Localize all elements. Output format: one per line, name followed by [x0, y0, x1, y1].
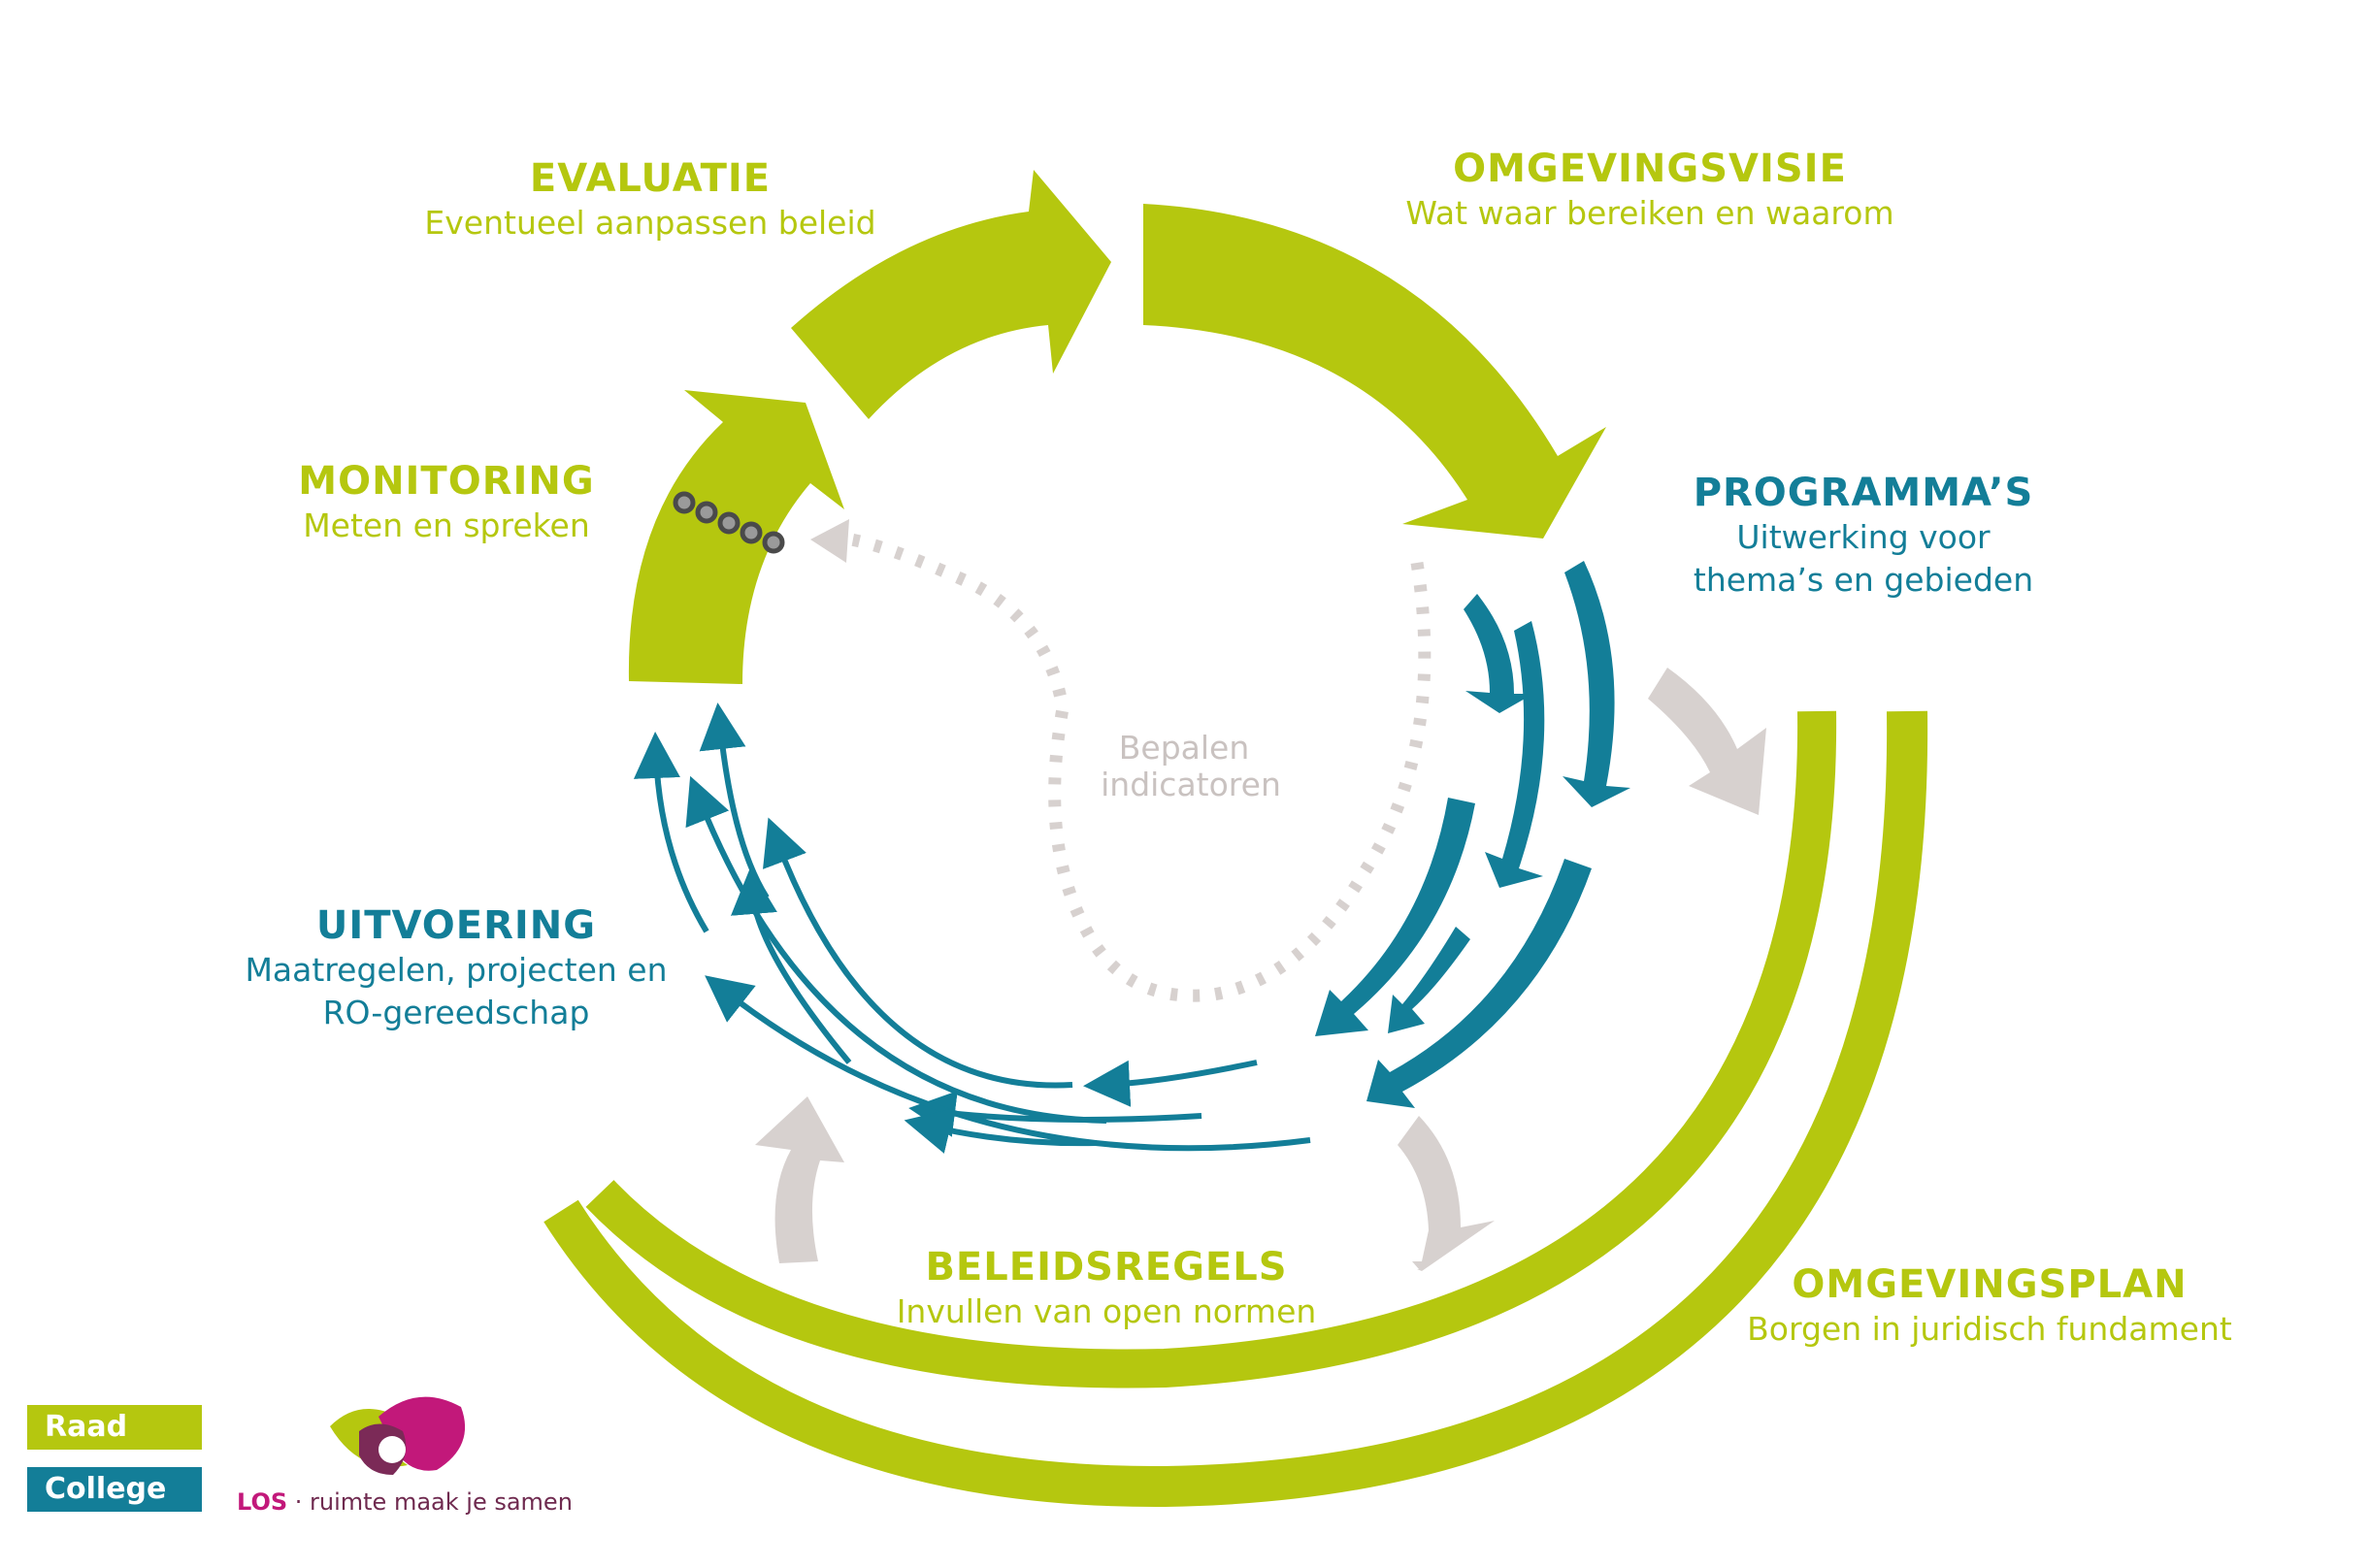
- legend-raad: Raad: [27, 1405, 202, 1450]
- label-beleidsregels: BELEIDSREGELS Invullen van open normen: [854, 1244, 1359, 1333]
- uitvoering-arrow-7: [699, 702, 770, 899]
- monitoring-dot: [695, 501, 718, 524]
- grey-arrow-uitvoering: [755, 1096, 844, 1263]
- omgevingsplan-subtitle: Borgen in juridisch fundament: [1747, 1310, 2232, 1348]
- programmas-title: PROGRAMMA’S: [1693, 471, 2034, 515]
- uitvoering-title: UITVOERING: [315, 903, 597, 948]
- brand-tagline: · ruimte maak je samen: [294, 1488, 573, 1516]
- monitoring-title: MONITORING: [298, 459, 595, 504]
- beleidsregels-title: BELEIDSREGELS: [925, 1245, 1288, 1290]
- programmas-subtitle-line1: Uitwerking voor: [1736, 518, 1991, 556]
- uitvoering-arrow-2: [763, 817, 1073, 1089]
- brand-name: LOS: [237, 1488, 288, 1516]
- legend-raad-swatch: [27, 1405, 202, 1450]
- programmas-subtitle-line2: thema’s en gebieden: [1693, 561, 2034, 599]
- programma-arrow-2: [1563, 561, 1630, 807]
- omgevingsvisie-arrow: [1143, 204, 1606, 539]
- uitvoering-subtitle-line2: RO-gereedschap: [322, 994, 590, 1031]
- monitoring-subtitle: Meten en spreken: [303, 506, 590, 544]
- monitoring-dot: [762, 531, 785, 554]
- uitvoering-subtitle-line1: Maatregelen, projecten en: [245, 951, 668, 989]
- monitoring-dot: [740, 521, 763, 544]
- los-logo-icon: [330, 1396, 466, 1475]
- uitvoering-arrow-5: [705, 975, 1311, 1152]
- monitoring-dot: [673, 491, 696, 514]
- omgevingsplan-title: OMGEVINGSPLAN: [1792, 1262, 2188, 1307]
- uitvoering-arrow-1: [1083, 1060, 1258, 1107]
- grey-arrow-programmas: [1648, 668, 1766, 815]
- omgevingsvisie-title: OMGEVINGSVISIE: [1453, 147, 1847, 191]
- programma-arrow-6: [1366, 859, 1592, 1108]
- programma-arrow-1: [1464, 594, 1533, 713]
- grey-arrows: [755, 668, 1766, 1271]
- programma-arrow-5: [1388, 927, 1470, 1033]
- indicatoren-arrowhead: [810, 519, 849, 563]
- beleidsregels-subtitle: Invullen van open normen: [896, 1292, 1317, 1330]
- evaluatie-arrow: [791, 170, 1111, 419]
- grey-arrow-beleidsregels: [1398, 1116, 1495, 1271]
- programma-arrow-3: [1485, 621, 1545, 888]
- programmas-arrows: [1315, 561, 1630, 1108]
- uitvoering-arrow-4: [685, 775, 1107, 1124]
- omgevingsplan-arcs: [543, 710, 1928, 1508]
- uitvoering-arrow-6: [731, 867, 852, 1064]
- monitoring-dot: [717, 511, 741, 535]
- monitoring-arrow: [628, 390, 844, 684]
- label-omgevingsvisie: OMGEVINGSVISIE Wat waar bereiken en waar…: [1339, 146, 1960, 235]
- legend-college: College: [27, 1467, 202, 1512]
- uitvoering-arrows: [633, 702, 1311, 1154]
- label-evaluatie: EVALUATIE Eventueel aanpassen beleid: [359, 155, 941, 245]
- legend-college-swatch: [27, 1467, 202, 1512]
- omgevingsvisie-subtitle: Wat waar bereiken en waarom: [1405, 194, 1894, 232]
- label-monitoring: MONITORING Meten en spreken: [262, 458, 631, 547]
- brand-line: LOS · ruimte maak je samen: [237, 1488, 573, 1516]
- indicatoren-line2: indicatoren: [1101, 766, 1281, 803]
- indicatoren-line1: Bepalen: [1118, 729, 1250, 767]
- label-indicatoren: Bepalen indicatoren: [1077, 730, 1291, 803]
- label-programmas: PROGRAMMA’S Uitwerking voor thema’s en g…: [1650, 470, 2077, 602]
- evaluatie-subtitle: Eventueel aanpassen beleid: [424, 204, 876, 242]
- label-omgevingsplan: OMGEVINGSPLAN Borgen in juridisch fundam…: [1698, 1261, 2281, 1351]
- programma-arrow-4: [1315, 798, 1475, 1036]
- label-uitvoering: UITVOERING Maatregelen, projecten en RO-…: [214, 902, 699, 1034]
- uitvoering-arrow-8: [633, 732, 709, 933]
- indicatoren-dotted-arc: [810, 519, 1432, 1002]
- monitoring-dots: [673, 491, 785, 554]
- legend-college-label: College: [45, 1472, 167, 1506]
- evaluatie-title: EVALUATIE: [529, 156, 772, 201]
- uitvoering-arrow-9: [904, 1108, 1098, 1154]
- legend-raad-label: Raad: [45, 1410, 128, 1444]
